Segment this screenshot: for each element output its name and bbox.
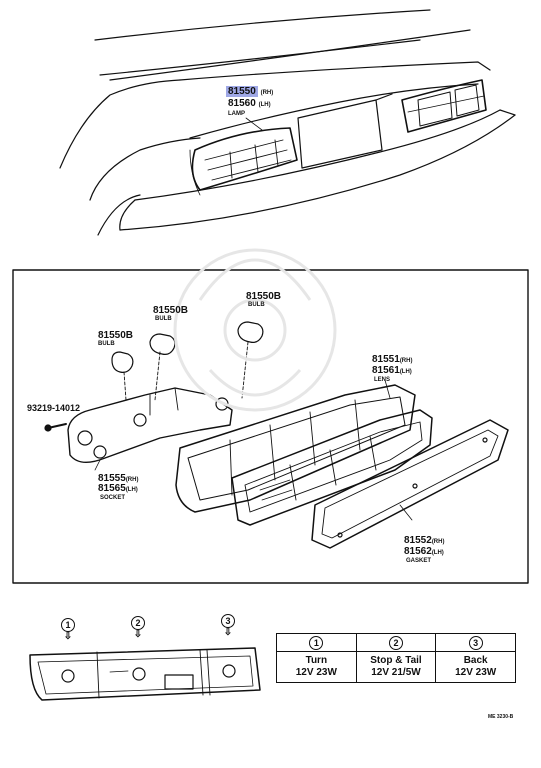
drawing-code: ME 3230-B (488, 714, 514, 720)
header-number: 3 (468, 636, 483, 650)
marker-number: 2 (131, 616, 145, 630)
car-rear-illustration (59, 9, 516, 236)
down-arrow-icon: ⇩ (223, 627, 233, 638)
gasket-lh-part-number[interactable]: 81562 (404, 546, 432, 557)
bulb-spec-table: 1 2 3 Turn 12V 23W Stop & Tail 12V 21/5W… (276, 633, 516, 683)
socket-lh-part-number[interactable]: 81565 (98, 483, 126, 494)
exploded-lamp-assembly (44, 321, 509, 549)
socket-lh-side: (LH) (125, 487, 138, 493)
bulb-a-part-number[interactable]: 81550B (98, 330, 134, 341)
socket-lh-callout[interactable]: 81565(LH) (98, 484, 138, 494)
lens-label: LENS (374, 377, 391, 383)
position-marker-2: 2 ⇩ (129, 616, 147, 640)
position-marker-3: 3 ⇩ (219, 614, 237, 638)
header-number: 2 (388, 636, 403, 650)
lamp-gasket (311, 419, 509, 549)
lamp-lens (231, 409, 433, 526)
bulb-spec: 12V 23W (295, 667, 337, 678)
exploded-view-frame (12, 269, 529, 584)
gasket-lh-callout[interactable]: 81562(LH) (404, 547, 444, 557)
lamp-label: LAMP (228, 111, 245, 117)
socket-rh-side: (RH) (125, 477, 139, 483)
lamp-lh-side: (LH) (258, 102, 271, 108)
bulb-spec: 12V 23W (455, 667, 497, 678)
table-cell-stop-tail: Stop & Tail 12V 21/5W (355, 651, 437, 683)
position-marker-1: 1 ⇩ (59, 618, 77, 642)
lamp-lh-callout[interactable]: 81560 (LH) (228, 99, 271, 109)
down-arrow-icon: ⇩ (63, 631, 73, 642)
bulb-b-part-number[interactable]: 81550B (153, 305, 189, 316)
table-cell-back: Back 12V 23W (435, 651, 516, 683)
marker-number: 3 (221, 614, 235, 628)
bulb-c-part-number[interactable]: 81550B (246, 291, 282, 302)
screw-93219-14012 (44, 423, 67, 432)
header-number: 1 (309, 636, 324, 650)
marker-number: 1 (61, 618, 75, 632)
lens-lh-part-number[interactable]: 81561 (372, 365, 400, 376)
lens-rh-part-number[interactable]: 81551 (372, 354, 400, 365)
bulb-c-label: BULB (248, 302, 265, 308)
bulb-81550b-left (111, 351, 134, 401)
bulb-function: Back (463, 655, 488, 666)
lamp-rh-part-number[interactable]: 81550 (226, 86, 258, 97)
gasket-rh-part-number[interactable]: 81552 (404, 535, 432, 546)
lens-lh-side: (LH) (399, 369, 412, 375)
lamp-rh-callout[interactable]: 81550 (RH) (226, 86, 274, 97)
bulb-spec: 12V 21/5W (371, 667, 421, 678)
table-header-2: 2 (355, 633, 437, 652)
lens-rh-callout[interactable]: 81551(RH) (372, 355, 412, 365)
socket-rh-callout[interactable]: 81555(RH) (98, 474, 138, 484)
gasket-lh-side: (LH) (431, 550, 444, 556)
watermark-logo (173, 248, 337, 412)
table-cell-turn: Turn 12V 23W (276, 651, 357, 683)
bulb-function: Stop & Tail (370, 655, 422, 666)
gasket-rh-callout[interactable]: 81552(RH) (404, 536, 444, 546)
table-header-3: 3 (435, 633, 516, 652)
lens-lh-callout[interactable]: 81561(LH) (372, 366, 412, 376)
lamp-lh-part-number[interactable]: 81560 (228, 98, 256, 109)
lamp-housing (175, 384, 416, 513)
bulb-a-label: BULB (98, 341, 115, 347)
lamp-position-diagram (29, 647, 261, 701)
bulb-b-label: BULB (155, 316, 172, 322)
lens-rh-side: (RH) (399, 358, 413, 364)
table-header-1: 1 (276, 633, 357, 652)
gasket-label: GASKET (406, 558, 432, 564)
gasket-rh-side: (RH) (431, 539, 445, 545)
bulb-81550b-right (237, 321, 264, 399)
socket-rh-part-number[interactable]: 81555 (98, 473, 126, 484)
screw-part-number[interactable]: 93219-14012 (27, 403, 81, 413)
lamp-rh-side: (RH) (260, 90, 274, 96)
bulb-81550b-middle (149, 333, 176, 401)
down-arrow-icon: ⇩ (133, 629, 143, 640)
bulb-function: Turn (305, 655, 328, 666)
socket-label: SOCKET (100, 495, 126, 501)
